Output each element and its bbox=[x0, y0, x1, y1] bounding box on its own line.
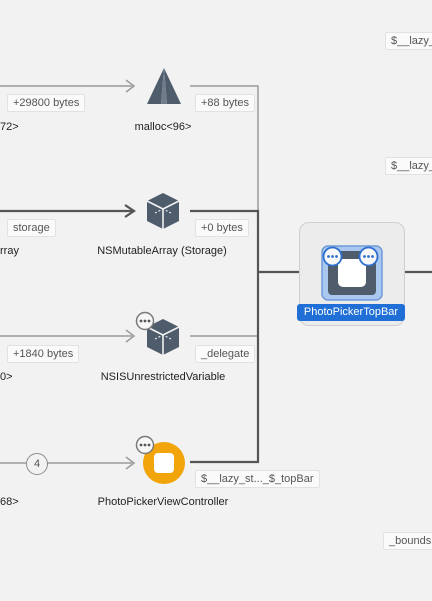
node-label-photopickervc[interactable]: PhotoPickerViewController bbox=[97, 496, 229, 508]
edge-label-bounds: _bounds bbox=[383, 532, 432, 550]
edge-label-delegate: _delegate bbox=[195, 345, 256, 363]
edge-delegate-to-topbar bbox=[190, 272, 259, 337]
nsisunrestricted-cube-icon[interactable] bbox=[144, 317, 182, 357]
node-label-malloc[interactable]: malloc<96> bbox=[134, 121, 192, 133]
more-dots-right-icon[interactable] bbox=[358, 246, 379, 267]
edge-label-size: +1840 bytes bbox=[7, 345, 80, 363]
edge-label-size: +29800 bytes bbox=[7, 94, 86, 112]
offscreen-node-label[interactable]: rray bbox=[0, 245, 19, 257]
edge-vc-to-topbar bbox=[190, 272, 260, 464]
malloc-pyramid-icon[interactable] bbox=[144, 66, 184, 108]
offscreen-node-label[interactable]: 0> bbox=[0, 371, 13, 383]
photopickervc-object-icon[interactable] bbox=[142, 441, 186, 485]
edge-label-lazy: $__lazy_ bbox=[385, 157, 432, 175]
edge-storage-arrow bbox=[124, 204, 136, 218]
reference-count-badge[interactable]: 4 bbox=[26, 453, 48, 475]
edges-incoming bbox=[0, 85, 132, 464]
edge-label-size: +0 bytes bbox=[195, 219, 249, 237]
nsmutablearray-cube-icon[interactable] bbox=[144, 191, 182, 231]
offscreen-node-label[interactable]: 68> bbox=[0, 496, 19, 508]
node-label-nsisunrestricted[interactable]: NSISUnrestrictedVariable bbox=[100, 371, 226, 383]
more-dots-left-icon[interactable] bbox=[322, 246, 343, 267]
edge-storage-to-topbar bbox=[190, 209, 260, 272]
node-label-nsmutablearray[interactable]: NSMutableArray (Storage) bbox=[97, 245, 227, 257]
more-dots-icon[interactable] bbox=[135, 435, 155, 455]
edge-label-storage: storage bbox=[7, 219, 56, 237]
edge-arrows-incoming bbox=[125, 79, 136, 470]
offscreen-node-label[interactable]: 72> bbox=[0, 121, 19, 133]
edge-label-lazy: $__lazy_ bbox=[385, 32, 432, 50]
node-label-photopickertopbar[interactable]: PhotoPickerTopBar bbox=[297, 304, 405, 321]
edge-label-lazy-topbar: $__lazy_st..._$_topBar bbox=[195, 470, 320, 488]
more-dots-icon[interactable] bbox=[135, 311, 155, 331]
edge-label-size: +88 bytes bbox=[195, 94, 256, 112]
